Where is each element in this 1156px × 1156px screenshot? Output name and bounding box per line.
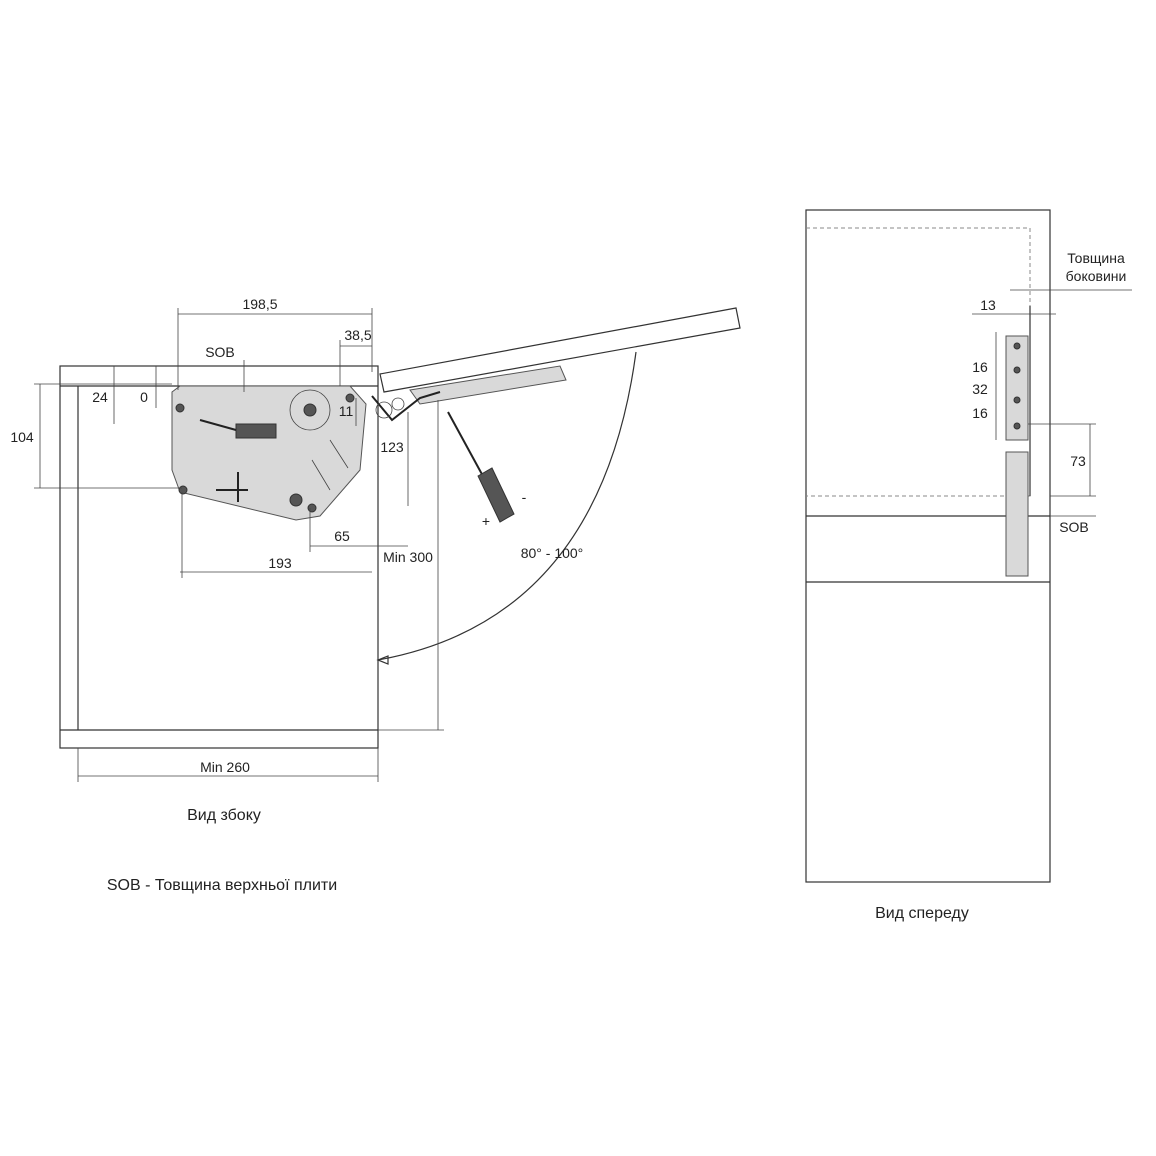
dim-198-label: 198,5 (242, 296, 277, 312)
cabinet-outline (59, 365, 379, 749)
lid-bracket (409, 365, 567, 405)
front-view-caption: Вид спереду (875, 905, 969, 922)
dim-104-label: 104 (10, 429, 34, 445)
spring-rod (199, 419, 237, 431)
front-dimension-lines (972, 289, 1132, 517)
dim-385-label: 38,5 (344, 327, 371, 343)
screwdriver-handle (477, 467, 515, 523)
dim-min300-label: Min 300 (383, 549, 433, 565)
plate-hole-3 (1013, 396, 1021, 404)
spring-disc (289, 389, 331, 431)
guide-slots (311, 439, 349, 491)
dim-24-label: 24 (92, 389, 108, 405)
plate-hole-1 (1013, 342, 1021, 350)
angle-label: 80° - 100° (521, 545, 584, 561)
screw-hole-2 (178, 485, 188, 495)
screwdriver (447, 411, 515, 523)
minus-label: - (522, 489, 527, 505)
screwdriver-shaft (447, 411, 485, 479)
dim-193-label: 193 (268, 555, 292, 571)
screw-hole-4 (345, 393, 355, 403)
screw-hole-1 (175, 403, 185, 413)
inner-dashed-outline (806, 227, 1031, 497)
opening-arc (377, 351, 637, 661)
dim-123-label: 123 (380, 439, 404, 455)
lift-mechanism (171, 385, 367, 521)
dim-16b-label: 16 (972, 405, 988, 421)
lift-arm-front (1005, 451, 1029, 577)
sob-legend: SOB - Товщина верхньої плити (107, 877, 337, 894)
sob-label: SOB (205, 344, 235, 360)
screw-hole-3 (307, 503, 317, 513)
dim-min260-label: Min 260 (200, 759, 250, 775)
dim-11-label: 11 (339, 403, 354, 419)
pivot-hole (289, 493, 303, 507)
lid-panel (379, 307, 741, 393)
arc-arrow (376, 655, 389, 665)
dim-16a-label: 16 (972, 359, 988, 375)
arm-joint-2 (391, 397, 405, 411)
lid-flap (371, 307, 741, 422)
dim-65-label: 65 (334, 528, 350, 544)
dim-0-label: 0 (140, 389, 148, 405)
plate-hole-2 (1013, 366, 1021, 374)
dimension-lines (34, 308, 444, 782)
front-sob-label: SOB (1059, 519, 1089, 535)
mounting-plate (1005, 335, 1029, 441)
cabinet-front-outline (805, 209, 1051, 883)
t-bracket (216, 472, 248, 502)
thickness-label-2: боковини (1066, 268, 1127, 284)
thickness-label-1: Товщина (1067, 250, 1125, 266)
side-view: 198,5 38,5 SOB 24 0 104 11 123 65 193 Mi… (10, 296, 741, 824)
front-view: Товщина боковини 13 16 32 16 73 SOB Вид … (805, 209, 1132, 922)
dim-13-label: 13 (980, 297, 996, 313)
side-view-caption: Вид збоку (187, 807, 261, 824)
plus-label: + (482, 513, 490, 529)
dim-32-label: 32 (972, 381, 988, 397)
mechanism-housing (171, 385, 367, 521)
arm-joint-1 (375, 401, 393, 419)
dim-73-label: 73 (1070, 453, 1086, 469)
spring-cylinder (235, 423, 277, 439)
spring-hub (303, 403, 317, 417)
plate-hole-4 (1013, 422, 1021, 430)
arm-linkage (371, 391, 441, 422)
